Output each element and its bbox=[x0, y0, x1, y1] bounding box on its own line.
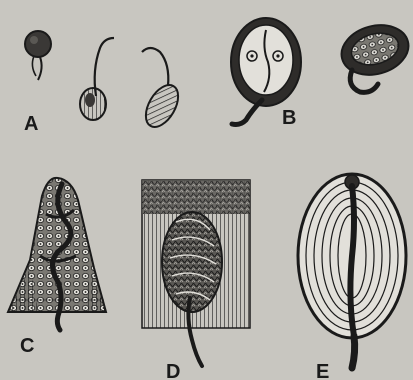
label-c: C bbox=[20, 335, 34, 357]
figure-e bbox=[298, 174, 406, 368]
figure-a bbox=[25, 31, 185, 132]
label-a: A bbox=[24, 113, 38, 135]
figure-b bbox=[231, 18, 413, 125]
label-b: B bbox=[282, 107, 296, 129]
label-d: D bbox=[166, 361, 180, 380]
figure-d bbox=[142, 180, 250, 366]
label-e: E bbox=[316, 361, 329, 380]
figure-c bbox=[8, 178, 106, 330]
